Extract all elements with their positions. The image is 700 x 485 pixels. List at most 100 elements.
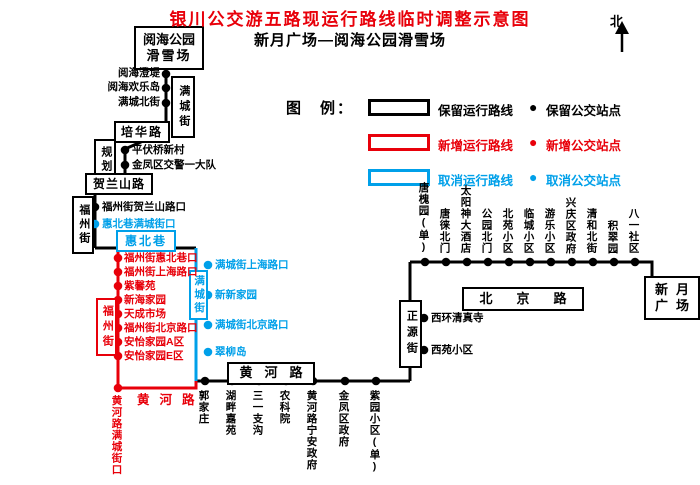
terminal-yuehai-line2: 滑雪场	[146, 48, 192, 63]
stop-label-xingqingquzhengfu: 兴庆区政府	[564, 196, 577, 255]
stop-label-sanyizhigou: 三一支沟	[251, 390, 264, 436]
legend-added-line-swatch	[368, 134, 430, 151]
stop-label-fuzhou-huibeixiang: 福州街惠北巷口	[124, 252, 198, 264]
legend-retained-stop-dot: ●	[529, 99, 538, 115]
stop-dot-linchengxiaoqu	[525, 257, 535, 267]
stop-label-yuehai-huanledao: 阅海欢乐岛	[107, 81, 161, 93]
stop-dot-yuehai-huanledao	[161, 83, 171, 93]
stop-dot-qinghebeijie	[588, 257, 598, 267]
stop-dot-ziyuanxiaoqu	[371, 376, 381, 386]
stop-label-hupanjiayuan: 湖畔嘉苑	[224, 390, 237, 436]
stop-label-yuehai-chengdi: 阅海澄堤	[118, 67, 160, 79]
legend-retained-stop-label: 保留公交站点	[546, 104, 622, 118]
stop-dot-tanglaibeimen	[441, 257, 451, 267]
road-mancheng-removed-box: 满城街	[189, 270, 208, 320]
stop-dot-mancheng-beijing	[203, 320, 213, 330]
road-fuzhou-added-box: 福州街	[96, 298, 117, 356]
stop-label-mancheng-shanghai: 满城街上海路口	[215, 259, 289, 271]
stop-label-ziyuanxiaoqu: 紫园小区(单)	[368, 390, 381, 474]
stop-label-xinhaijiayuan: 新海家园	[124, 294, 166, 306]
terminal-yuehai-line1: 阅海公园	[142, 31, 195, 47]
stop-dot-cuiliudao	[203, 347, 213, 357]
stop-dot-gongyuanbeimen	[483, 257, 493, 267]
stop-label-mancheng-beijing: 满城街北京路口	[215, 319, 289, 331]
road-zhengyuan-box: 正源街	[399, 300, 422, 368]
stop-label-guojiazhuang: 郭家庄	[197, 390, 210, 425]
stop-label-bayishequ: 八一社区	[627, 208, 640, 254]
stop-dot-pingfuqiao	[120, 145, 130, 155]
road-fuzhou-north-box: 福州街	[72, 196, 94, 254]
page-subtitle: 新月广场—阅海公园滑雪场	[253, 32, 446, 49]
north-arrow-icon	[615, 21, 629, 52]
legend-removed-line-swatch	[368, 169, 430, 186]
stop-label-pingfuqiao: 平伏桥新村	[132, 144, 185, 156]
legend-added-stop-dot: ●	[529, 134, 538, 150]
road-huibei-box: 惠北巷	[116, 230, 176, 252]
stop-label-xinxinjiayuan: 新新家园	[215, 289, 257, 301]
stop-dot-taiyangshen	[462, 257, 472, 267]
stop-label-huibeixiang-mancheng: 惠北巷满城街口	[102, 218, 176, 230]
stop-label-taiyangshen: 太阳神大酒店	[459, 185, 472, 254]
road-huanghe-box: 黄河路	[227, 362, 315, 385]
stop-dot-fuzhou-huibeixiang	[113, 253, 123, 263]
stop-dot-jinfengquzhengfu	[340, 376, 350, 386]
stop-label-xihuanqingzhensi: 西环清真寺	[431, 312, 484, 324]
stop-dot-zixinyuan	[113, 281, 123, 291]
stop-dot-beiyuanxiaoqu	[504, 257, 514, 267]
stop-label-ningan: 黄河路宁安政府	[305, 390, 318, 471]
stop-dot-tanghuaiyuan	[420, 257, 430, 267]
terminal-xinyue-line2: 广场	[654, 298, 697, 313]
page-title: 银川公交游五路现运行路线临时调整示意图	[169, 10, 531, 29]
stop-dot-xingqingquzhengfu	[567, 257, 577, 267]
stop-label-fuzhou-shanghai: 福州街上海路口	[124, 266, 198, 278]
stop-label-anyi-e: 安怡家园E区	[124, 350, 184, 362]
stop-label-jicuiyuan: 积翠园	[606, 219, 619, 255]
stop-label-jiaojing: 金凤区交警一大队	[132, 159, 216, 171]
road-mancheng-north-box: 满城街	[171, 76, 195, 138]
road-beijing-box: 北京路	[462, 287, 584, 311]
legend-retained-line-swatch	[368, 99, 430, 116]
stop-label-tianchengshichang: 天成市场	[124, 308, 166, 320]
stop-dot-yuehai-chengdi	[161, 69, 171, 79]
terminal-xinyue-box: 新月 广场	[644, 276, 700, 320]
stop-label-youlexiaoqu: 游乐小区	[543, 208, 556, 254]
stop-dot-youlexiaoqu	[546, 257, 556, 267]
stop-label-xiyuanxiaoqu: 西苑小区	[431, 344, 473, 356]
legend-retained-line-label: 保留运行路线	[438, 104, 514, 118]
compass-label: 北	[610, 14, 624, 29]
legend-added-line-label: 新增运行路线	[438, 139, 514, 153]
stop-label-fuzhou-beijinglu: 福州街北京路口	[124, 322, 198, 334]
stop-label-gongyuanbeimen: 公园北门	[480, 208, 493, 254]
stop-dot-jiaojing	[120, 160, 130, 170]
stop-label-beiyuanxiaoqu: 北苑小区	[501, 208, 514, 254]
stop-dot-mancheng-shanghai	[203, 260, 213, 270]
road-peihua-box: 培华路	[114, 121, 170, 143]
stop-label-fuzhou-helanshan: 福州街贺兰山路口	[102, 201, 186, 213]
stop-label-cuiliudao: 翠柳岛	[215, 346, 247, 358]
legend-removed-stop-label: 取消公交站点	[546, 174, 622, 188]
stop-label-nongkeyuan: 农科院	[278, 390, 291, 425]
road-huanghe-added-label: 黄河路	[137, 393, 205, 407]
stop-dot-huanghe-mancheng	[113, 383, 123, 393]
road-helanshan-box: 贺兰山路	[85, 173, 153, 195]
stop-dot-guojiazhuang	[200, 376, 210, 386]
stop-dot-jicuiyuan	[609, 257, 619, 267]
stop-label-manchengbeijie: 满城北街	[118, 96, 160, 108]
legend-removed-stop-dot: ●	[529, 169, 538, 185]
stop-dot-manchengbeijie	[161, 98, 171, 108]
terminal-xinyue-line1: 新月	[654, 281, 697, 297]
terminal-yuehai-box: 阅海公园 滑雪场	[134, 26, 204, 70]
legend-added-stop-label: 新增公交站点	[546, 139, 622, 153]
stop-label-tanglaibeimen: 唐徕北门	[438, 208, 451, 254]
stop-dot-bayishequ	[630, 257, 640, 267]
stop-label-zixinyuan: 紫馨苑	[124, 280, 156, 292]
stop-label-linchengxiaoqu: 临城小区	[522, 208, 535, 254]
legend-heading: 图 例：	[286, 100, 355, 117]
stop-label-huanghe-mancheng: 黄河路满城街口	[110, 395, 123, 476]
stop-label-qinghebeijie: 清和北街	[585, 208, 598, 254]
legend-removed-line-label: 取消运行路线	[438, 174, 514, 188]
stop-dot-fuzhou-shanghai	[113, 267, 123, 277]
stop-label-anyi-a: 安怡家园A区	[124, 336, 185, 348]
stop-label-tanghuaiyuan: 唐槐园(单)	[417, 182, 430, 254]
